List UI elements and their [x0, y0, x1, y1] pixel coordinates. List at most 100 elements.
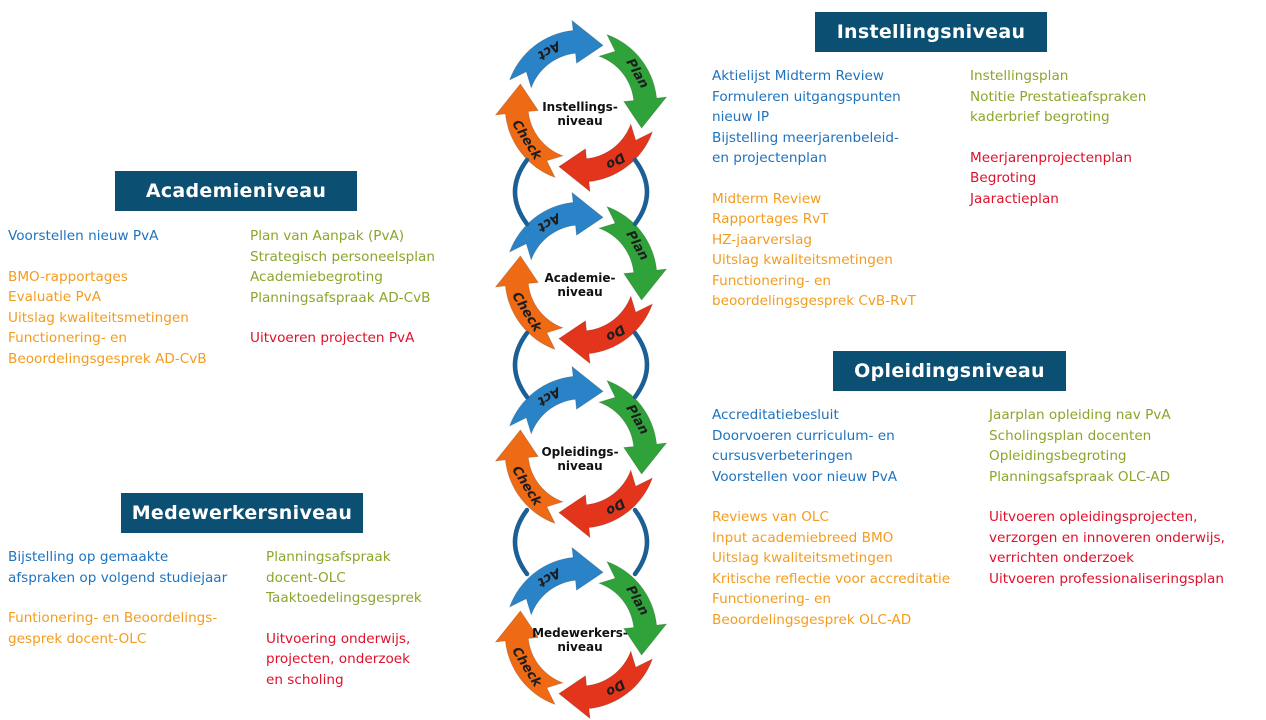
academie-right-column: Plan van Aanpak (PvA) Strategisch person… — [250, 226, 435, 349]
list-item: docent-OLC — [266, 569, 346, 586]
list-item: Jaarplan opleiding nav PvA — [989, 407, 1171, 423]
cycle-label-medewerkersniveau: Medewerkers-niveau — [532, 626, 628, 654]
list-item: Midterm Review — [712, 190, 822, 207]
list-item: Voorstellen voor nieuw PvA — [712, 468, 898, 485]
list-item: Reviews van OLC — [712, 509, 829, 525]
academie-do-list: Uitvoeren projecten PvA — [250, 328, 435, 349]
list-item: verzorgen en innoveren onderwijs, — [989, 529, 1225, 546]
list-item: Bijstelling op gemaakte — [8, 549, 169, 565]
do-arrow — [558, 649, 654, 720]
instelling-right-column: Instellingsplan Notitie Prestatieafsprak… — [970, 66, 1146, 209]
list-item: afspraken op volgend studiejaar — [8, 569, 228, 586]
list-item: Bijstelling meerjarenbeleid- — [712, 129, 899, 146]
list-item: Begroting — [970, 170, 1037, 186]
list-item: Uitvoeren opleidingsprojecten, — [989, 509, 1198, 525]
list-item: Rapportages RvT — [712, 211, 829, 227]
list-item: Opleidingsbegroting — [989, 448, 1127, 464]
list-item: Evaluatie PvA — [8, 289, 102, 305]
opleiding-left-column: Accreditatiebesluit Doorvoeren curriculu… — [712, 405, 950, 630]
list-item: Beoordelingsgesprek OLC-AD — [712, 611, 912, 628]
act-arrow — [508, 365, 604, 436]
opleiding-do-list: Uitvoeren opleidingsprojecten, verzorgen… — [989, 507, 1225, 589]
medewerker-check-list: Funtionering- en Beoordelings- gesprek d… — [8, 608, 227, 649]
list-item: Kritische reflectie voor accreditatie — [712, 570, 951, 587]
list-item: Uitvoeren professionaliseringsplan — [989, 570, 1225, 587]
academie-plan-list: Plan van Aanpak (PvA) Strategisch person… — [250, 226, 435, 308]
list-item: Formuleren uitgangspunten — [712, 88, 901, 105]
list-item: Planningsafspraak — [266, 549, 391, 565]
medewerker-act-list: Bijstelling op gemaakte afspraken op vol… — [8, 547, 227, 588]
check-arrow — [494, 610, 565, 706]
list-item: en projectenplan — [712, 150, 827, 166]
instelling-check-list: Midterm Review Rapportages RvT HZ-jaarve… — [712, 189, 916, 312]
banner-instellingsniveau: Instellingsniveau — [815, 12, 1047, 52]
list-item: Plan van Aanpak (PvA) — [250, 228, 405, 244]
instelling-act-list: Aktielijst Midterm Review Formuleren uit… — [712, 66, 916, 169]
cycle-label-instellingsniveau: Instellings-niveau — [542, 100, 618, 128]
opleiding-act-list: Accreditatiebesluit Doorvoeren curriculu… — [712, 405, 950, 487]
instelling-plan-list: Instellingsplan Notitie Prestatieafsprak… — [970, 66, 1146, 128]
instelling-do-list: Meerjarenprojectenplan Begroting Jaaract… — [970, 148, 1146, 210]
list-item: Aktielijst Midterm Review — [712, 68, 884, 84]
cycle-connector — [512, 157, 530, 227]
list-item: Uitslag kwaliteitsmetingen — [8, 309, 189, 326]
list-item: Funtionering- en Beoordelings- — [8, 610, 218, 626]
list-item: Functionering- en — [712, 591, 831, 607]
plan-arrow — [597, 205, 668, 301]
list-item: Uitslag kwaliteitsmetingen — [712, 252, 893, 268]
opleiding-plan-list: Jaarplan opleiding nav PvA Scholingsplan… — [989, 405, 1225, 487]
list-item: verrichten onderzoek — [989, 550, 1135, 566]
medewerker-right-column: Planningsafspraak docent-OLC Taaktoedeli… — [266, 547, 422, 690]
check-arrow — [494, 429, 565, 525]
act-arrow — [508, 19, 604, 90]
list-item: kaderbrief begroting — [970, 109, 1110, 125]
academie-left-column: Voorstellen nieuw PvA BMO-rapportages Ev… — [8, 226, 207, 369]
list-item: Functionering- en — [8, 330, 127, 346]
list-item: Notitie Prestatieafspraken — [970, 88, 1147, 105]
opleiding-right-column: Jaarplan opleiding nav PvA Scholingsplan… — [989, 405, 1225, 589]
list-item: Uitvoeren projecten PvA — [250, 330, 415, 346]
list-item: Voorstellen nieuw PvA — [8, 228, 159, 244]
list-item: Doorvoeren curriculum- en — [712, 427, 895, 444]
list-item: Beoordelingsgesprek AD-CvB — [8, 350, 207, 367]
act-arrow — [508, 546, 604, 617]
academie-act-list: Voorstellen nieuw PvA — [8, 226, 207, 247]
list-item: Planningsafspraak AD-CvB — [250, 289, 431, 306]
cycle-connector — [632, 507, 650, 577]
list-item: beoordelingsgesprek CvB-RvT — [712, 293, 916, 309]
cycle-connector — [632, 330, 650, 400]
list-item: Accreditatiebesluit — [712, 407, 839, 423]
list-item: gesprek docent-OLC — [8, 630, 147, 647]
list-item: cursusverbeteringen — [712, 448, 853, 464]
cycle-connector — [512, 507, 530, 577]
do-arrow — [558, 294, 654, 365]
opleiding-check-list: Reviews van OLC Input academiebreed BMO … — [712, 507, 950, 630]
list-item: Instellingsplan — [970, 68, 1069, 84]
cycle-label-academieniveau: Academie-niveau — [544, 271, 616, 299]
academie-check-list: BMO-rapportages Evaluatie PvA Uitslag kw… — [8, 267, 207, 370]
banner-medewerkersniveau: Medewerkersniveau — [121, 493, 363, 533]
list-item: projecten, onderzoek — [266, 651, 411, 667]
list-item: Uitvoering onderwijs, — [266, 630, 411, 647]
list-item: Jaaractieplan — [970, 190, 1059, 207]
plan-arrow — [597, 560, 668, 656]
do-arrow — [558, 122, 654, 193]
list-item: Functionering- en — [712, 272, 831, 289]
instelling-left-column: Aktielijst Midterm Review Formuleren uit… — [712, 66, 916, 312]
list-item: Strategisch personeelsplan — [250, 248, 436, 265]
cycle-connector — [632, 157, 650, 227]
plan-arrow — [597, 33, 668, 129]
list-item: Academiebegroting — [250, 269, 383, 285]
banner-opleidingsniveau: Opleidingsniveau — [833, 351, 1066, 391]
do-arrow — [558, 468, 654, 539]
cycle-connector — [512, 330, 530, 400]
list-item: Taaktoedelingsgesprek — [266, 590, 422, 606]
list-item: nieuw IP — [712, 109, 770, 125]
check-arrow — [494, 83, 565, 179]
medewerker-do-list: Uitvoering onderwijs, projecten, onderzo… — [266, 629, 422, 691]
list-item: HZ-jaarverslag — [712, 231, 813, 248]
